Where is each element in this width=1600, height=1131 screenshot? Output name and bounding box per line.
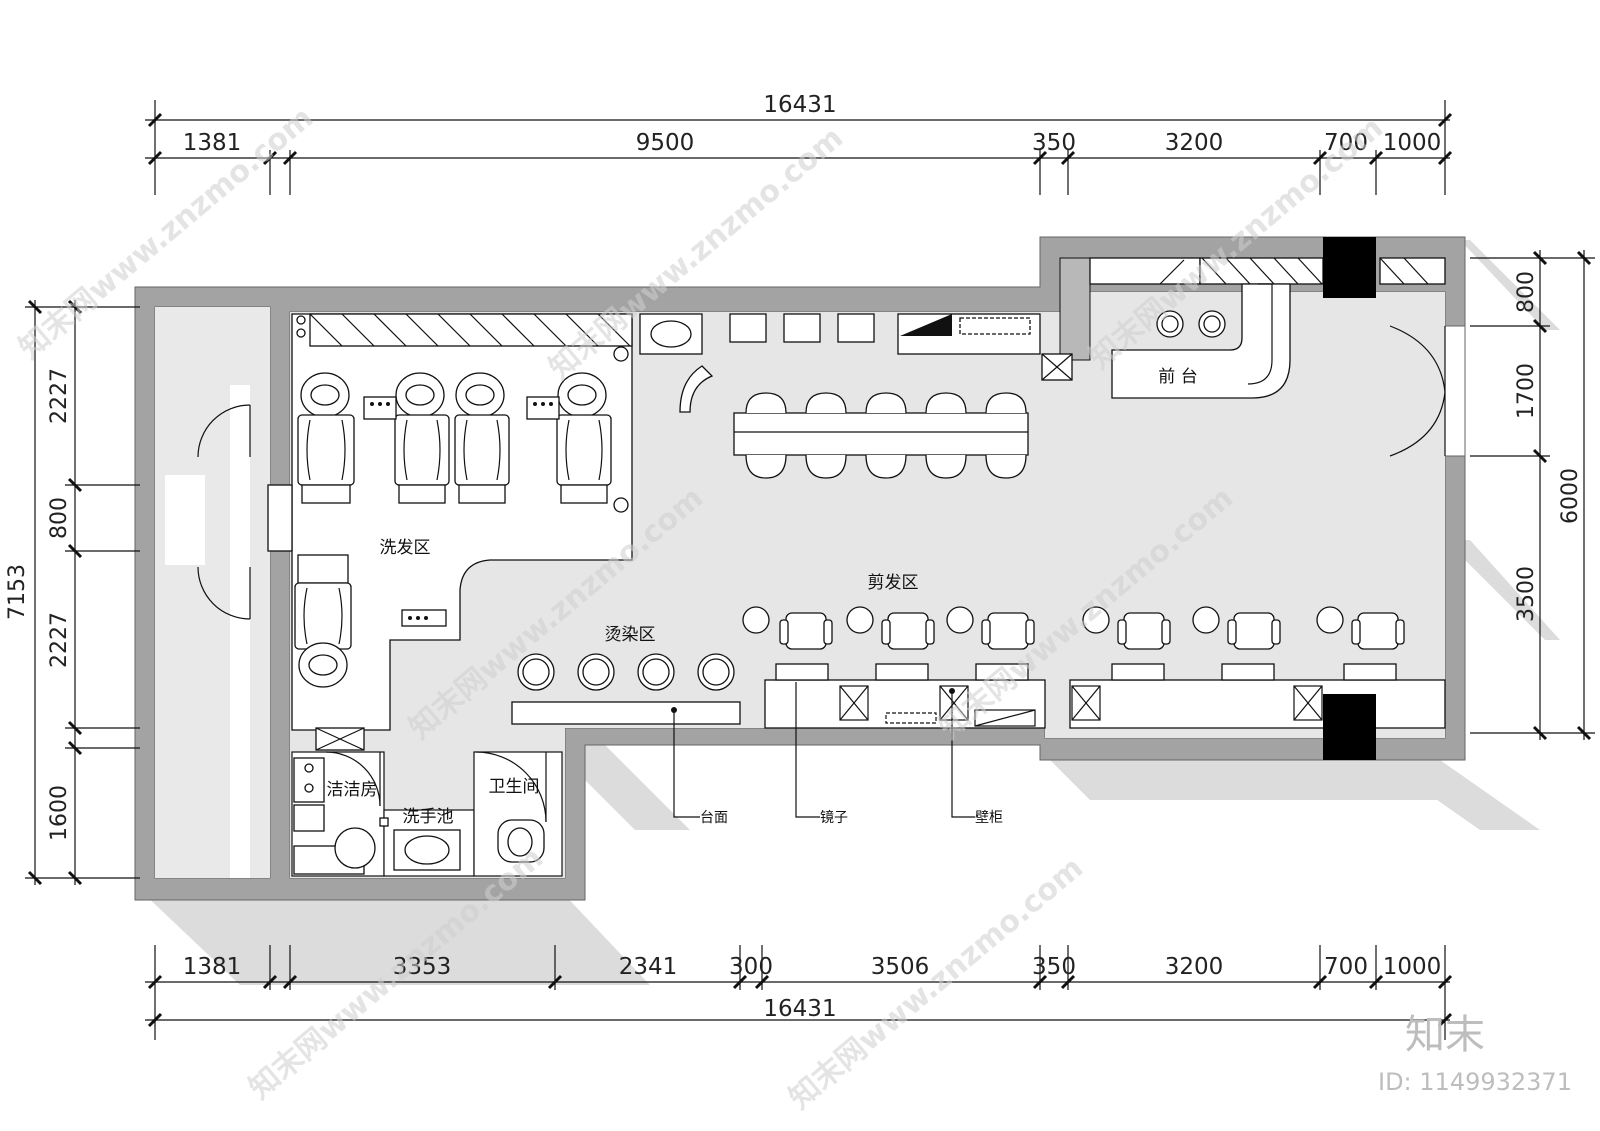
dim-right-total: 6000 [1558, 468, 1583, 524]
storage-lockers [729, 313, 1041, 355]
entry-sink [639, 313, 714, 413]
dim-top-5: 700 [1324, 130, 1368, 156]
dim-right-2: 1700 [1514, 363, 1539, 419]
wash-cabinet-row [296, 313, 633, 347]
dim-bottom-2: 3353 [393, 954, 452, 980]
note-wall-cabinet: 壁柜 [975, 810, 1003, 826]
reception-desk [1041, 237, 1446, 399]
dim-left-1: 2227 [47, 368, 72, 424]
dim-bottom-9: 1000 [1383, 954, 1442, 980]
dimension-lines [25, 100, 1595, 1040]
dim-top-total: 16431 [763, 92, 836, 118]
restroom-fixtures [293, 727, 547, 875]
dim-left-total: 7153 [5, 564, 30, 620]
dim-bottom-3: 2341 [619, 954, 678, 980]
dim-bottom-4: 300 [729, 954, 773, 980]
dim-left-3: 2227 [47, 612, 72, 668]
label-reception: 前 台 [1158, 367, 1197, 387]
dim-bottom-7: 3200 [1165, 954, 1224, 980]
dim-bottom-8: 700 [1324, 954, 1368, 980]
image-id: ID: 1149932371 [1378, 1068, 1572, 1096]
perm-dye-stations [511, 653, 741, 725]
corridor-doors [197, 404, 293, 620]
waiting-bench [733, 392, 1029, 479]
label-perm-dye-area: 烫染区 [605, 625, 656, 645]
dim-top-6: 1000 [1383, 130, 1442, 156]
logo-text: 知末 [1405, 1012, 1485, 1058]
entrance-doors [1389, 325, 1446, 457]
dim-bottom-6: 350 [1032, 954, 1076, 980]
dimension-labels: 16431 1381 9500 350 3200 700 1000 1381 3… [5, 92, 1583, 1022]
dim-top-4: 3200 [1165, 130, 1224, 156]
dim-left-4: 1600 [47, 785, 72, 841]
dim-top-3: 350 [1032, 130, 1076, 156]
dim-top-1: 1381 [183, 130, 242, 156]
dim-right-1: 800 [1514, 271, 1539, 313]
dim-top-2: 9500 [636, 130, 695, 156]
leader-annotations: 台面 镜子 壁柜 [673, 682, 1003, 826]
label-hand-basin: 洗手池 [403, 807, 454, 827]
label-cut-area: 剪发区 [868, 573, 919, 593]
dim-bottom-5: 3506 [871, 954, 930, 980]
wash-beds [294, 346, 629, 688]
label-wash-area: 洗发区 [380, 538, 431, 558]
watermark-7: 知末网www.znzmo.com [783, 850, 1090, 1116]
dim-right-3: 3500 [1514, 566, 1539, 622]
dim-bottom-1: 1381 [183, 954, 242, 980]
cutting-stations [742, 606, 1446, 760]
dim-left-2: 800 [47, 497, 72, 539]
dim-bottom-total: 16431 [763, 996, 836, 1022]
note-mirror: 镜子 [820, 810, 848, 826]
label-cleaning-room: 洁洁房 [327, 780, 378, 800]
label-toilet: 卫生间 [489, 777, 540, 797]
room-labels: 前 台 洗发区 剪发区 烫染区 洁洁房 洗手池 卫生间 [327, 367, 1198, 827]
note-countertop: 台面 [700, 810, 728, 826]
